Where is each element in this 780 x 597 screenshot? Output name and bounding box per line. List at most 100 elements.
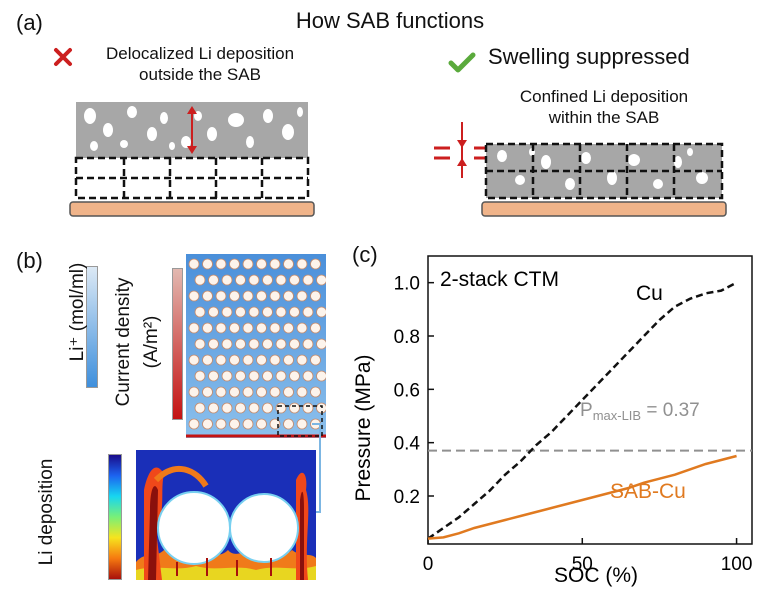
plot-frame <box>427 255 753 545</box>
pore-circle <box>202 354 213 366</box>
pore-circle <box>229 354 240 366</box>
pore-circle <box>242 290 254 302</box>
pore-circle <box>275 306 287 318</box>
pore-circle <box>242 354 254 366</box>
pore-circle <box>194 338 206 350</box>
pore-circle <box>302 274 314 286</box>
pore-circle <box>269 354 281 366</box>
pore-circle <box>248 402 260 414</box>
pore-circle <box>221 402 233 414</box>
pore-circle <box>188 418 200 430</box>
pore-circle <box>242 258 254 270</box>
copper-current-collector <box>69 201 315 217</box>
pore-circle <box>289 402 300 414</box>
pmax-value: = 0.37 <box>641 400 700 421</box>
pore-circle <box>202 418 213 430</box>
pore-circle <box>208 370 219 382</box>
pore-circle <box>188 354 200 366</box>
y-tick-label: 0.8 <box>394 327 420 348</box>
left-caption: Delocalized Li deposition outside the SA… <box>80 43 320 86</box>
pore-circle <box>269 322 281 334</box>
pore-circle <box>215 258 227 270</box>
pore-circle <box>235 370 246 382</box>
pore-circle <box>202 322 213 334</box>
sab-cu-series-line <box>427 454 737 540</box>
pore-circle <box>283 322 294 334</box>
pore-circle <box>248 306 260 318</box>
pore-circle <box>248 274 260 286</box>
pore-circle <box>221 274 233 286</box>
right-caption-line2: within the SAB <box>548 108 660 128</box>
pore-circle <box>262 338 273 350</box>
pore-circle <box>310 354 321 366</box>
pore-circle <box>310 258 321 270</box>
pore-circle <box>275 370 287 382</box>
zoom-box <box>277 405 323 437</box>
pore-circle <box>221 306 233 318</box>
pore-circle <box>256 354 267 366</box>
li-concentration-label: Li⁺ (mol/ml) <box>67 262 88 362</box>
pore-circle <box>202 386 213 398</box>
li-colorbar <box>86 266 98 388</box>
x-tick-label: 50 <box>572 554 593 575</box>
pore-circle <box>256 386 267 398</box>
check-icon <box>448 52 476 73</box>
pore-circle <box>269 386 281 398</box>
y-tick-label: 0.4 <box>394 434 421 455</box>
right-schematic <box>434 122 727 217</box>
pore-circle <box>262 306 273 318</box>
sab-cu-series-label: SAB-Cu <box>610 480 686 503</box>
panel-c-label: (c) <box>352 242 378 267</box>
pore-circle <box>310 290 321 302</box>
pore-circle <box>188 322 200 334</box>
pore-circle <box>229 290 240 302</box>
pore-circle <box>235 274 246 286</box>
sab-grid-right <box>486 144 722 198</box>
pore-circle <box>283 386 294 398</box>
pore-circle <box>248 338 260 350</box>
pore-circle <box>235 306 246 318</box>
pore-circle <box>208 402 219 414</box>
pore-circle <box>316 370 326 382</box>
pore-circle <box>310 386 321 398</box>
current-colorbar <box>172 268 183 420</box>
pore-circle <box>242 322 254 334</box>
y-tick-label: 0.2 <box>394 487 420 508</box>
thickness-marker <box>434 122 486 178</box>
pore-circle <box>221 370 233 382</box>
y-tick-label: 1.0 <box>394 274 420 295</box>
pore-circle <box>208 274 219 286</box>
pore-circle <box>188 386 200 398</box>
pore-circle <box>262 370 273 382</box>
current-density-map <box>186 254 326 438</box>
pore-circle <box>229 418 240 430</box>
pore-circle <box>296 386 308 398</box>
cross-icon <box>54 48 72 66</box>
pore-circle <box>248 370 260 382</box>
pore-circle <box>194 274 206 286</box>
pore-circle <box>215 386 227 398</box>
pore-circle <box>256 418 267 430</box>
panel-a-label: (a) <box>16 10 43 35</box>
right-caption-line1: Confined Li deposition <box>519 87 689 106</box>
left-caption-line2: outside the SAB <box>139 65 261 85</box>
pore-circle <box>289 274 300 286</box>
pore-circle <box>310 322 321 334</box>
panel-b-label: (b) <box>16 248 43 273</box>
pore-circle <box>208 306 219 318</box>
pore-circle <box>215 418 227 430</box>
current-density-unit: (A/m²) <box>141 315 162 369</box>
pore-circle <box>202 258 213 270</box>
li-deposition-map <box>136 450 316 580</box>
pore-circle <box>283 258 294 270</box>
pore-circle <box>269 290 281 302</box>
pore-circle <box>296 258 308 270</box>
pmax-label: Pmax-LIB = 0.37 <box>580 400 700 423</box>
pore-circle <box>289 306 300 318</box>
pmax-p: P <box>580 400 593 421</box>
pore-circle <box>215 290 227 302</box>
right-caption: Confined Li deposition within the SAB <box>474 86 734 129</box>
sab-grid <box>76 158 308 198</box>
pore-circle <box>262 274 273 286</box>
